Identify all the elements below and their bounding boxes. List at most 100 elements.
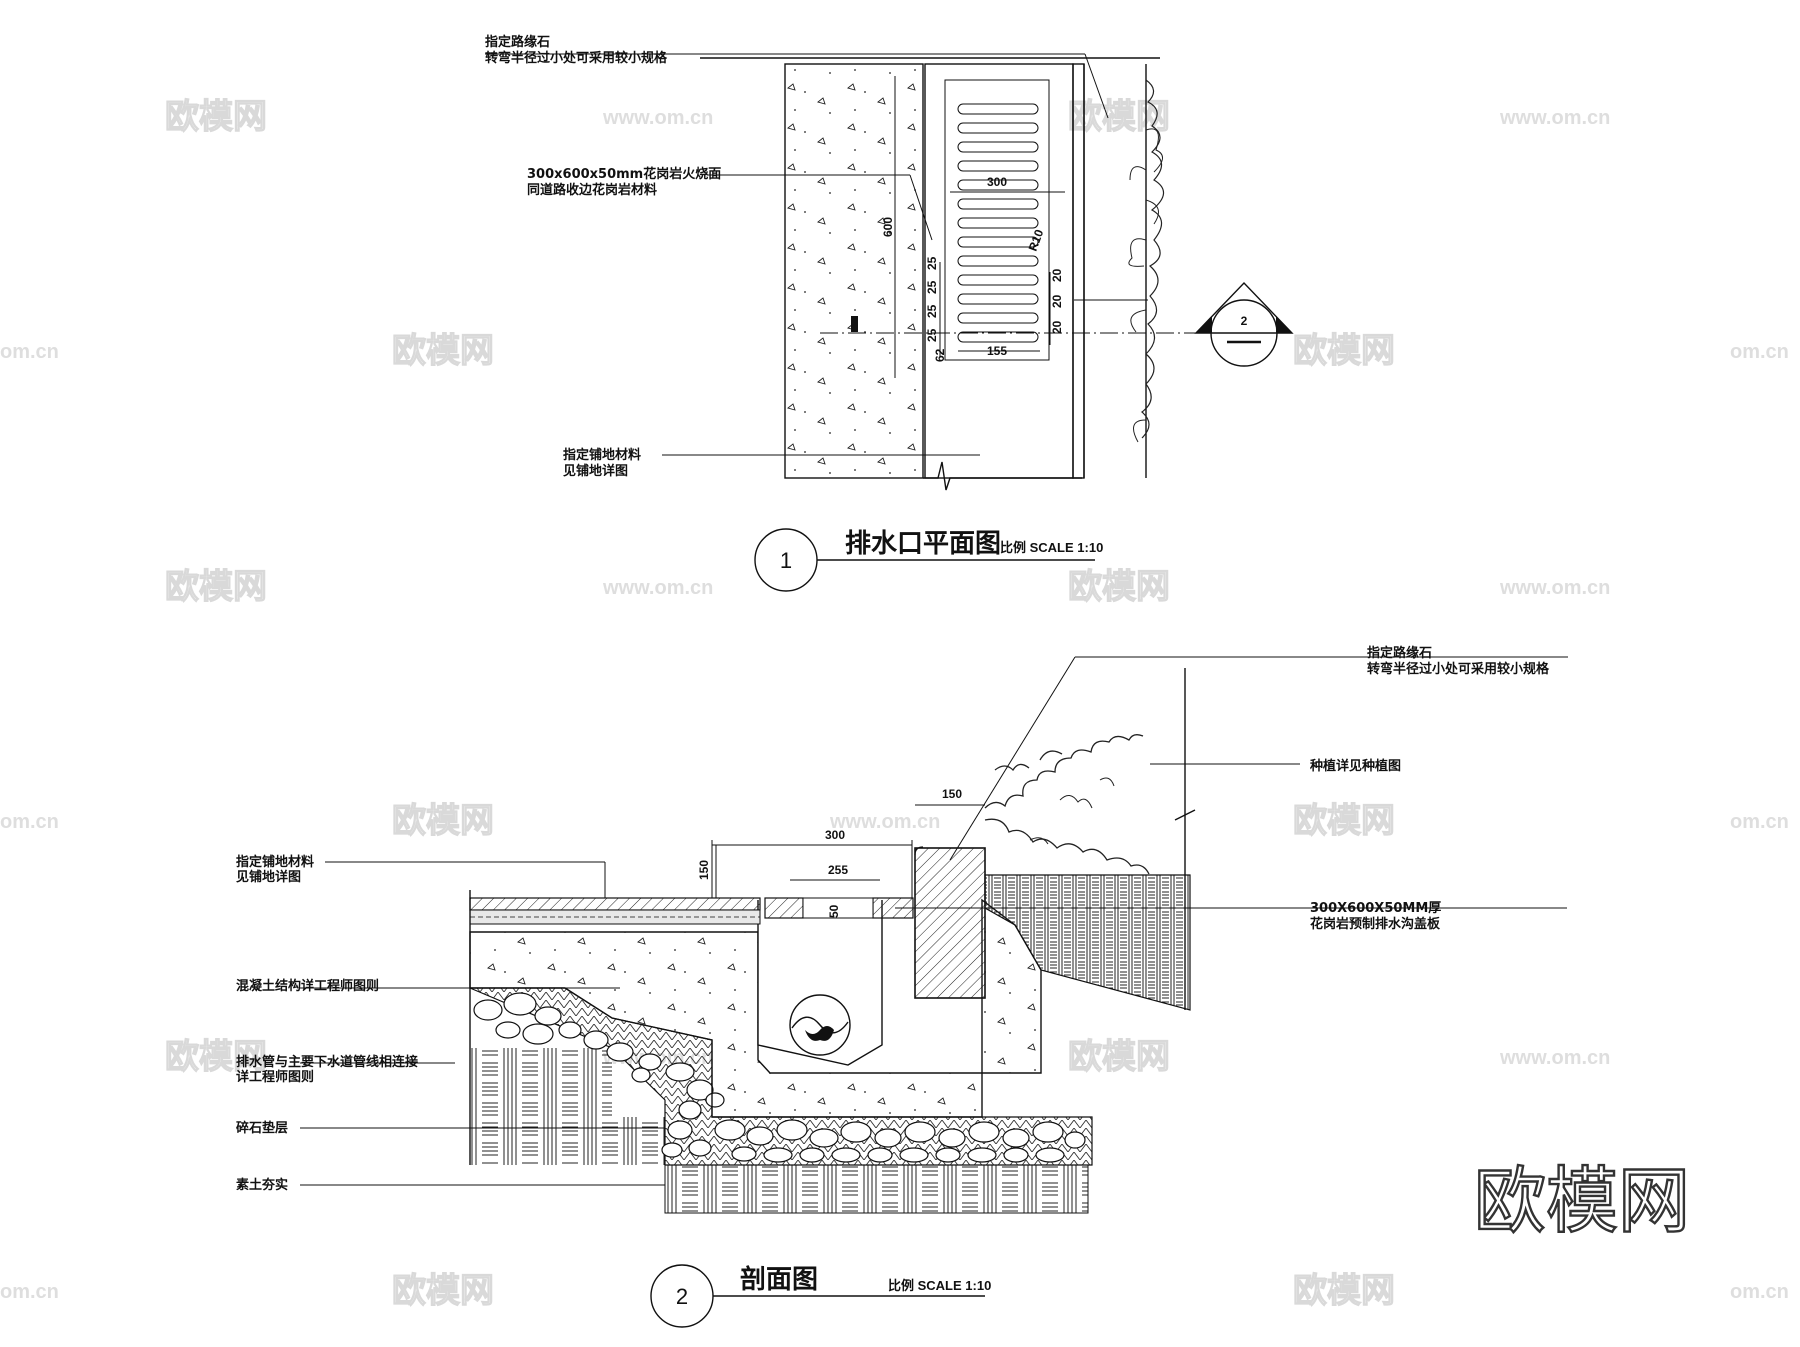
- pebble: [1035, 1147, 1065, 1163]
- pebble: [799, 1147, 825, 1163]
- dim-edge: 62: [933, 348, 947, 362]
- pebble: [606, 1042, 634, 1062]
- grate-slot: [957, 122, 1039, 134]
- brand-logo-text: 欧模网: [1474, 1159, 1690, 1243]
- pebble: [1002, 1128, 1030, 1148]
- watermark-brand: 欧模网: [1293, 801, 1395, 841]
- pebble: [522, 1023, 554, 1045]
- compacted-soil: [664, 1164, 1089, 1214]
- dim-rib: 20: [1050, 320, 1064, 334]
- watermark-url: www.om.cn: [829, 811, 940, 833]
- watermark-brand: 欧模网: [1293, 1271, 1395, 1311]
- pebble: [867, 1147, 893, 1163]
- dim-50: 50: [827, 904, 841, 918]
- pebble: [558, 1021, 582, 1039]
- section-label-cover-1: 300X600X50MM厚: [1310, 900, 1441, 916]
- grate-slot: [957, 331, 1039, 343]
- pebble: [638, 1053, 662, 1071]
- section-label-curb-2: 转弯半径过小处可采用较小规格: [1367, 661, 1550, 677]
- drain-pipe: [789, 994, 851, 1056]
- watermark-url: www.om.cn: [602, 577, 713, 599]
- watermark-brand: 欧模网: [1068, 567, 1170, 607]
- shrub-outline: [1141, 79, 1165, 439]
- watermark-brand: 欧模网: [165, 567, 267, 607]
- pebble: [667, 1120, 693, 1140]
- watermark-url: om.cn: [0, 341, 59, 363]
- grate-slot: [957, 255, 1039, 267]
- section-scale: 比例 SCALE 1:10: [888, 1278, 991, 1293]
- plan-title: 排水口平面图: [845, 529, 1001, 559]
- section-ref-number: 2: [1241, 314, 1248, 328]
- drain-channel: [757, 900, 883, 1066]
- pebble: [473, 999, 503, 1021]
- marker-block: [851, 316, 858, 332]
- grate-slot: [957, 293, 1039, 305]
- shrub-detail: [1128, 166, 1147, 443]
- pebble: [967, 1147, 997, 1163]
- pebble: [503, 992, 537, 1016]
- dim-150-side: 150: [697, 860, 711, 880]
- dim-slot-spacing: 25: [925, 304, 939, 318]
- pebble: [968, 1121, 1000, 1143]
- watermark-brand: 欧模网: [1068, 1037, 1170, 1077]
- pebble: [661, 1142, 683, 1158]
- watermark-url: om.cn: [0, 811, 59, 833]
- watermark-url: www.om.cn: [1499, 577, 1610, 599]
- paving-slab: [784, 63, 924, 479]
- watermark-url: www.om.cn: [1499, 1047, 1610, 1069]
- section-label-pipe-1: 排水管与主要下水道管线相连接: [236, 1054, 418, 1070]
- section-label-pipe-2: 详工程师图则: [236, 1069, 314, 1085]
- watermark-brand: 欧模网: [392, 331, 494, 371]
- dim-length: 600: [881, 217, 895, 237]
- cover-opening: [802, 897, 874, 919]
- pebble: [631, 1067, 651, 1083]
- pebble: [809, 1128, 839, 1148]
- pebble: [1064, 1131, 1086, 1149]
- section-label-cover-2: 花岗岩预制排水沟盖板: [1310, 916, 1441, 932]
- grate-slot: [957, 236, 1039, 248]
- plan-label-curb-1: 指定路缘石: [485, 34, 550, 50]
- plan-label-curb-2: 转弯半径过小处可采用较小规格: [485, 50, 668, 66]
- pebble: [763, 1147, 793, 1163]
- dim-255: 255: [828, 863, 848, 877]
- plan-label-paving-2: 见铺地详图: [563, 463, 628, 479]
- shrub-planting: [984, 734, 1150, 875]
- watermark-url: om.cn: [1730, 341, 1789, 363]
- grate-slot: [957, 198, 1039, 210]
- watermark-brand: 欧模网: [392, 801, 494, 841]
- watermark-brand: 欧模网: [392, 1271, 494, 1311]
- watermark-brand: 欧模网: [1293, 331, 1395, 371]
- pebble: [714, 1119, 746, 1141]
- section-label-soil: 素土夯实: [236, 1177, 288, 1193]
- grate-slot: [957, 160, 1039, 172]
- watermark-url: om.cn: [1730, 1281, 1789, 1303]
- section-title: 剖面图: [740, 1264, 818, 1295]
- title-number: 1: [780, 548, 792, 573]
- section-label-planting: 种植详见种植图: [1309, 758, 1401, 774]
- section-title-number: 2: [676, 1284, 688, 1309]
- section-label-paving-2: 见铺地详图: [236, 869, 301, 885]
- pebble: [840, 1121, 872, 1143]
- pebble: [938, 1128, 966, 1148]
- dim-slot-spacing: 25: [925, 256, 939, 270]
- pebble: [874, 1128, 902, 1148]
- grate-slots: [957, 103, 1039, 343]
- paving-surface: [469, 897, 761, 911]
- pebble: [495, 1021, 521, 1039]
- dim-width: 300: [987, 175, 1007, 189]
- curb-stone-section: [914, 847, 986, 999]
- pebble: [1032, 1121, 1064, 1143]
- section-label-concrete: 混凝土结构详工程师图则: [236, 978, 379, 994]
- pebble: [665, 1062, 695, 1082]
- plan-label-paving-1: 指定铺地材料: [563, 447, 641, 463]
- pebble-fill: [473, 992, 1086, 1163]
- dim-rib: 20: [1050, 268, 1064, 282]
- plan-scale: 比例 SCALE 1:10: [1000, 540, 1103, 555]
- pebble: [904, 1121, 936, 1143]
- paving-texture: [786, 65, 922, 477]
- pebble: [731, 1146, 757, 1162]
- break-line: [923, 461, 1082, 491]
